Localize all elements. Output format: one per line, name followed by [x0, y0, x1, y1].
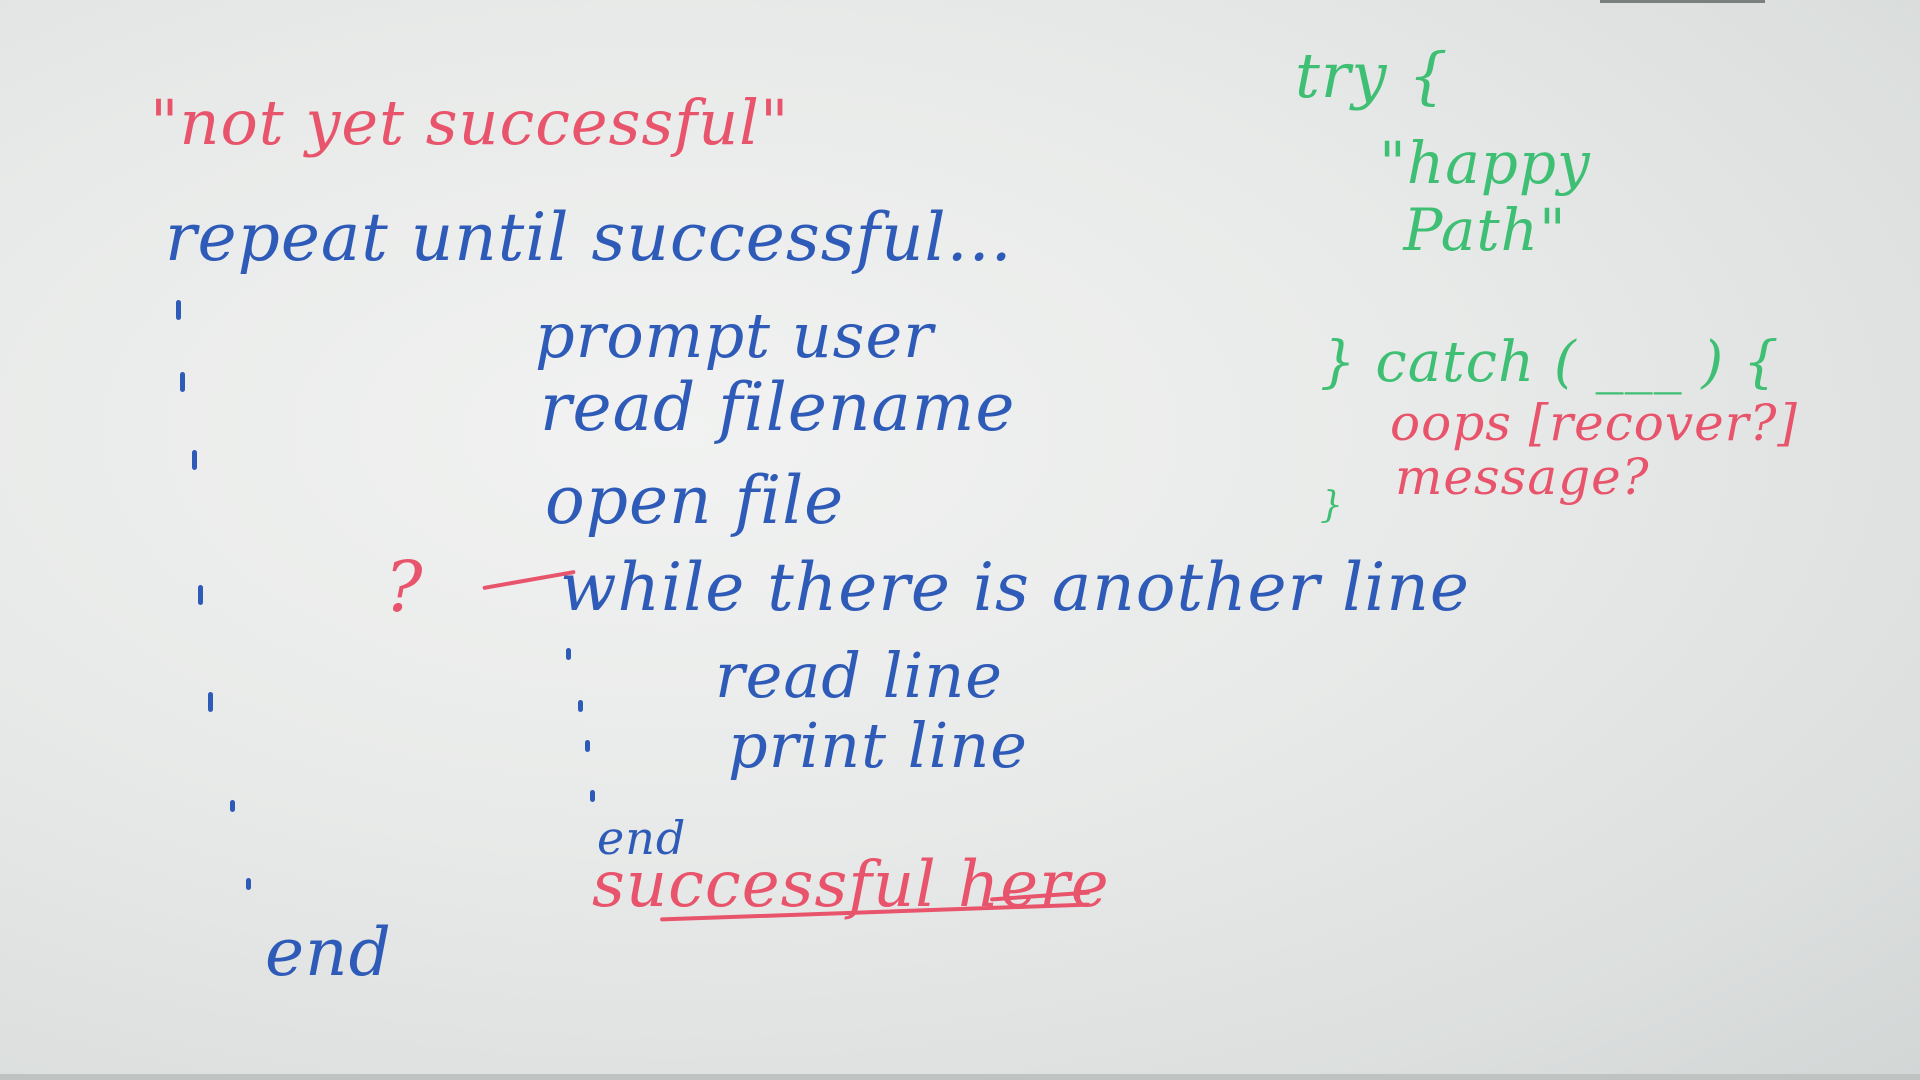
- read-line-line: read line: [715, 639, 1003, 712]
- outer-loop-guide-6: [230, 800, 235, 812]
- read-filename-line: read filename: [540, 369, 1016, 446]
- outer-end-line: end: [265, 914, 392, 991]
- board-top-edge: [1600, 0, 1765, 3]
- outer-loop-guide-3: [192, 450, 197, 470]
- outer-loop-guide-5: [208, 692, 213, 712]
- try-line: try {: [1295, 39, 1449, 112]
- board-bottom-edge: [0, 1074, 1920, 1080]
- open-file-line: open file: [545, 462, 845, 539]
- happy-path-note: "happy Path": [1379, 129, 1591, 264]
- inner-loop-guide-1: [566, 648, 571, 660]
- outer-loop-guide-1: [176, 300, 181, 320]
- oops-recover-note: oops [recover?]: [1390, 394, 1798, 452]
- outer-loop-guide-2: [180, 372, 185, 392]
- repeat-until-line: repeat until successful...: [165, 199, 1013, 276]
- green-closing-brace: }: [1320, 485, 1344, 526]
- while-line: while there is another line: [560, 549, 1470, 626]
- outer-loop-guide-4: [198, 585, 203, 605]
- outer-loop-guide-7: [246, 878, 251, 890]
- question-mark-note: ?: [385, 546, 424, 628]
- message-note: message?: [1395, 448, 1650, 506]
- inner-loop-guide-3: [585, 740, 590, 752]
- catch-line: } catch ( ___ ) {: [1320, 330, 1780, 395]
- inner-end-line: end: [597, 811, 687, 865]
- print-line-line: print line: [728, 709, 1028, 782]
- inner-loop-guide-2: [578, 700, 583, 712]
- prompt-user-line: prompt user: [535, 299, 934, 372]
- inner-loop-guide-4: [590, 790, 595, 802]
- not-yet-successful-note: "not yet successful": [150, 86, 790, 159]
